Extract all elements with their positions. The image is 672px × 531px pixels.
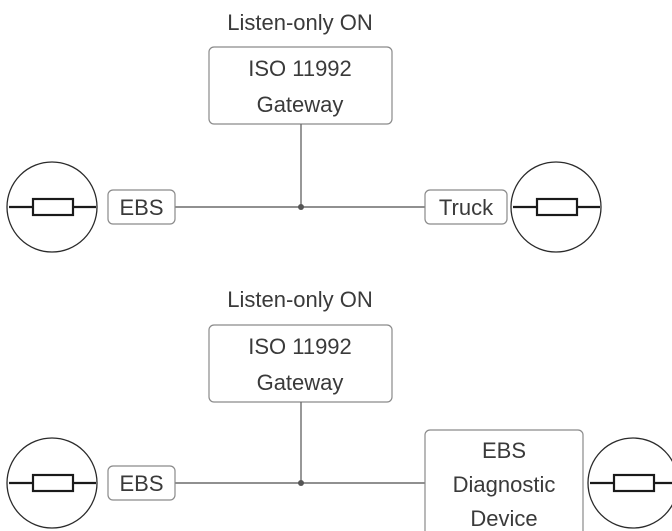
top-truck-box: [424, 189, 508, 225]
bottom-left-terminator-icon: [6, 437, 98, 529]
top-gateway-line2: Gateway: [257, 92, 344, 117]
top-diagram: Listen-only ON ISO 11992 Gateway EBS Tru…: [6, 10, 602, 253]
bottom-gateway-line1: ISO 11992: [248, 334, 352, 359]
top-bus-junction: [298, 204, 304, 210]
bottom-diagnostic-line1: EBS: [482, 438, 526, 463]
top-ebs-label: EBS: [119, 195, 163, 220]
bottom-diagnostic-line2: Diagnostic: [453, 472, 556, 497]
bottom-bus-junction: [298, 480, 304, 486]
bottom-diagnostic-device-box: [424, 429, 584, 531]
top-ebs-box: [107, 189, 176, 225]
bottom-listen-only-label: Listen-only ON: [227, 287, 373, 312]
top-right-terminator-icon: [510, 161, 602, 253]
bottom-gateway-line2: Gateway: [257, 370, 344, 395]
top-listen-only-label: Listen-only ON: [227, 10, 373, 35]
bottom-diagnostic-line3: Device: [470, 506, 537, 531]
top-truck-label: Truck: [439, 195, 494, 220]
bottom-right-terminator-icon: [587, 437, 672, 529]
top-left-terminator-icon: [6, 161, 98, 253]
bottom-ebs-label: EBS: [119, 471, 163, 496]
top-gateway-line1: ISO 11992: [248, 56, 352, 81]
bottom-ebs-box: [107, 465, 176, 501]
bottom-diagram: Listen-only ON ISO 11992 Gateway EBS EBS…: [6, 287, 672, 531]
